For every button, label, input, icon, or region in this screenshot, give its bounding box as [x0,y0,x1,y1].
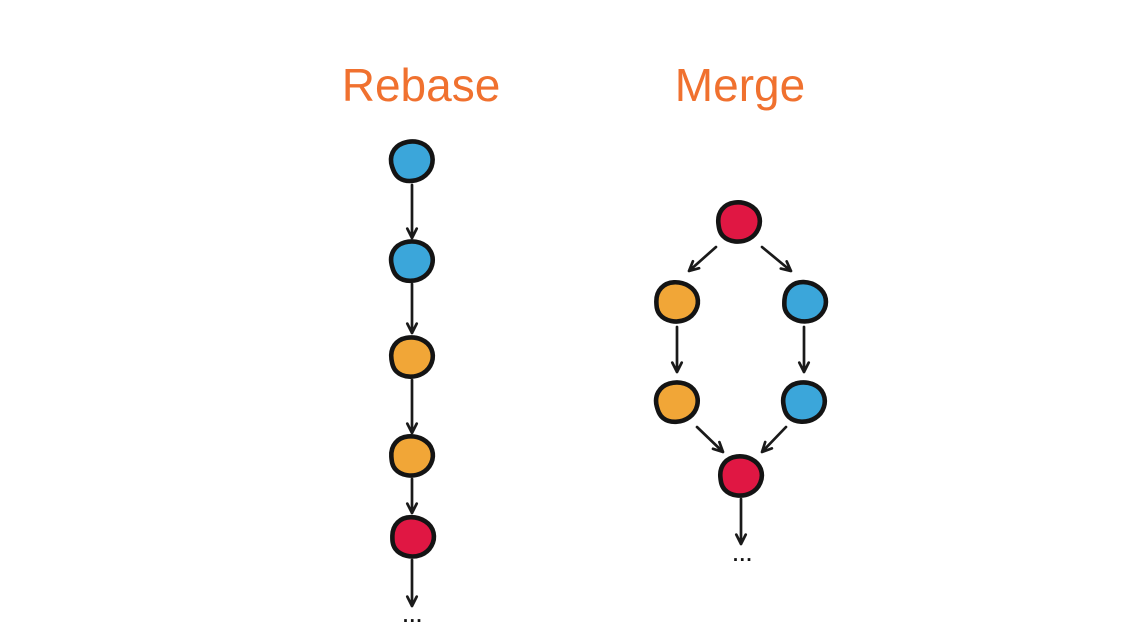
commit-arrow [405,558,419,608]
commit-arrow [760,425,788,454]
commit-arrow [405,183,419,240]
commit-node-blue [388,239,435,284]
commit-node-blue [780,380,828,424]
commit-arrow [797,325,811,374]
commit-node-blue [782,279,829,324]
commit-node-blue [388,139,435,184]
commit-arrow [695,425,725,454]
commit-node-red [718,454,765,498]
commit-arrow [405,282,419,335]
commit-arrow [760,245,793,273]
commit-arrow [670,325,684,374]
commit-node-orange [653,380,700,425]
rebase-ellipsis: ... [402,606,424,627]
commit-node-orange [389,434,436,478]
commit-node-red [716,200,763,244]
commit-arrow [687,245,718,273]
commit-node-orange [388,335,436,379]
commit-arrow [405,378,419,435]
commit-arrow [734,497,748,546]
merge-title: Merge [674,59,806,111]
commit-node-orange [654,279,701,324]
rebase-title: Rebase [341,59,501,111]
commit-arrow [405,477,419,515]
commit-node-red [390,514,437,559]
merge-ellipsis: ... [732,545,754,566]
